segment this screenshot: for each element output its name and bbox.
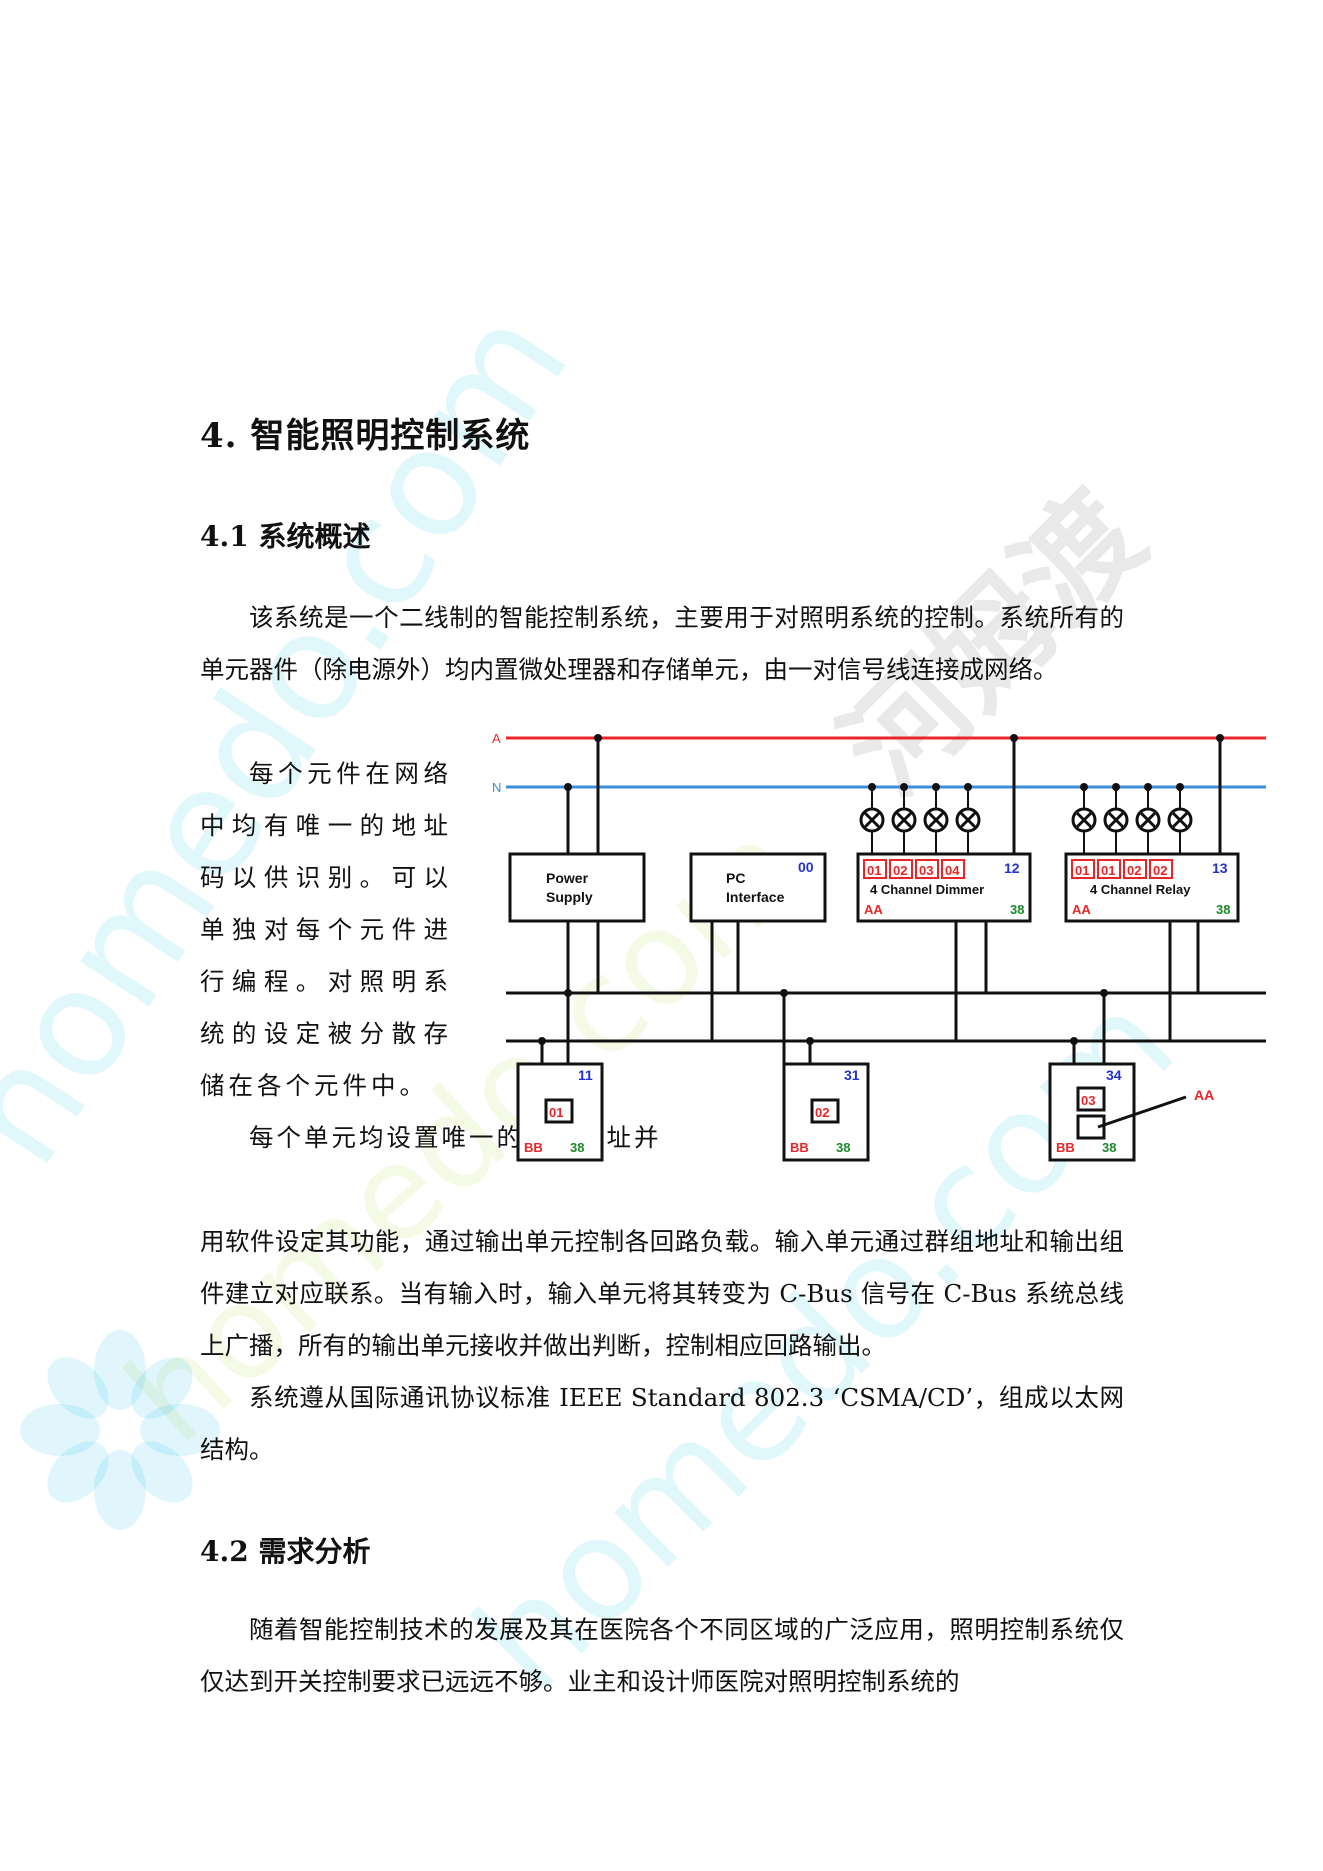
svg-text:BB: BB (790, 1140, 809, 1155)
pc-interface-module: PC Interface 00 (689, 852, 827, 923)
cbus-wiring-diagram: A N Power Supply PC Interface 00 (492, 731, 1266, 1162)
svg-text:Power: Power (546, 870, 589, 886)
section-title: 4. 智能照明控制系统 (200, 416, 531, 456)
lamp-icon (1071, 807, 1193, 833)
input-switch-1: 11 01 BB 38 (516, 1062, 604, 1162)
svg-text:AA: AA (1072, 902, 1091, 917)
lamp-icon (859, 807, 981, 833)
flower-logo-icon (20, 1330, 220, 1530)
relay-module: 01 01 02 02 13 4 Channel Relay AA 38 (1064, 852, 1240, 923)
dimmer-module: 01 02 03 04 12 4 Channel Dimmer AA 38 (856, 852, 1032, 923)
relay-lamps (1071, 783, 1193, 854)
line-n-label: N (492, 780, 501, 795)
subsection-title-overview: 4.1 系统概述 (200, 520, 371, 553)
svg-text:38: 38 (1216, 902, 1230, 917)
svg-text:AA: AA (864, 902, 883, 917)
input-switch-2: 31 02 BB 38 (782, 1062, 870, 1162)
svg-text:BB: BB (524, 1140, 543, 1155)
svg-text:31: 31 (844, 1067, 860, 1083)
svg-text:BB: BB (1056, 1140, 1075, 1155)
paragraph-requirements-1: 随着智能控制技术的发展及其在医院各个不同区域的广泛应用，照明控制系统仅仅达到开关… (200, 1615, 1124, 1696)
paragraph-overview-2: 每个元件在网络中均有唯一的地址码以供识别。可以单独对每个元件进行编程。对照明系统… (200, 759, 452, 1100)
svg-text:13: 13 (1212, 860, 1228, 876)
dimmer-lamps (859, 783, 981, 854)
svg-text:02: 02 (893, 863, 907, 878)
svg-text:12: 12 (1004, 860, 1020, 876)
subsection-title-requirements: 4.2 需求分析 (200, 1535, 371, 1568)
paragraph-overview-3b: 用软件设定其功能，通过输出单元控制各回路负载。输入单元通过群组地址和输出组件建立… (200, 1227, 1124, 1360)
svg-text:02: 02 (815, 1105, 829, 1120)
paragraph-overview-1: 该系统是一个二线制的智能控制系统，主要用于对照明系统的控制。系统所有的单元器件（… (200, 603, 1124, 684)
svg-text:PC: PC (726, 870, 745, 886)
svg-text:11: 11 (578, 1067, 593, 1083)
svg-text:4 Channel Relay: 4 Channel Relay (1090, 882, 1191, 897)
svg-text:01: 01 (1101, 863, 1115, 878)
svg-text:00: 00 (798, 859, 814, 875)
svg-text:Interface: Interface (726, 889, 785, 905)
svg-text:01: 01 (549, 1105, 563, 1120)
input-switch-3: 34 03 BB 38 AA (1048, 1062, 1214, 1162)
power-supply-module: Power Supply (508, 852, 646, 923)
svg-text:38: 38 (1010, 902, 1024, 917)
svg-text:02: 02 (1127, 863, 1141, 878)
svg-text:01: 01 (867, 863, 881, 878)
line-a-label: A (492, 731, 501, 746)
svg-text:03: 03 (1081, 1093, 1095, 1108)
paragraph-overview-3a: 每个单元均设置唯一的单元地址并 (249, 1123, 662, 1152)
svg-text:01: 01 (1075, 863, 1089, 878)
paragraph-overview-4: 系统遵从国际通讯协议标准 IEEE Standard 802.3 ‘CSMA/C… (200, 1383, 1124, 1464)
svg-text:38: 38 (1102, 1140, 1116, 1155)
svg-text:4 Channel Dimmer: 4 Channel Dimmer (870, 882, 984, 897)
switch-3-callout: AA (1194, 1087, 1214, 1103)
svg-text:34: 34 (1106, 1067, 1122, 1083)
svg-text:03: 03 (919, 863, 933, 878)
svg-text:02: 02 (1153, 863, 1167, 878)
svg-text:Supply: Supply (546, 889, 593, 905)
svg-text:38: 38 (836, 1140, 850, 1155)
svg-text:38: 38 (570, 1140, 584, 1155)
svg-text:04: 04 (945, 863, 960, 878)
